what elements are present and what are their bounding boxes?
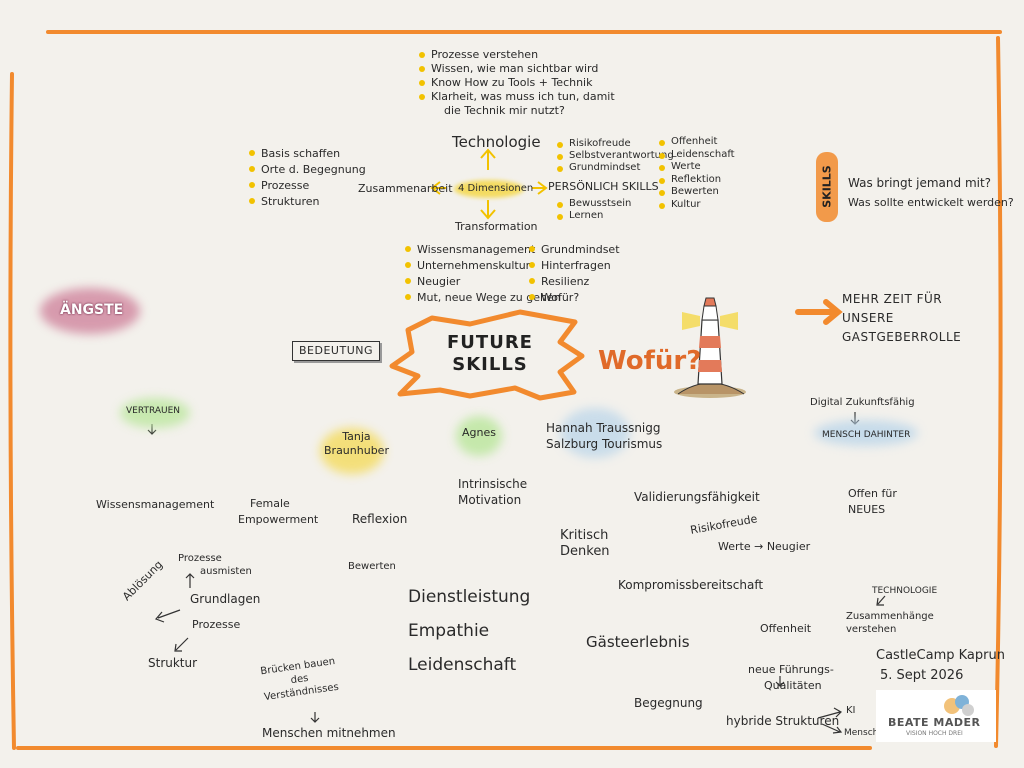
- note-fuehrung: neue Führungs- Qualitäten: [748, 663, 834, 692]
- list-item: Unternehmenskultur: [404, 258, 561, 274]
- list-item: Lernen: [556, 210, 631, 222]
- list-item: Orte d. Begegnung: [248, 162, 366, 178]
- note-wissensmanagement: Wissensmanagement: [96, 498, 215, 511]
- list-item: Hinterfragen: [528, 258, 620, 274]
- note-reflexion: Reflexion: [352, 512, 408, 526]
- logo-name: BEATE MADER: [888, 716, 981, 729]
- list-item: die Technik mir nutzt?: [444, 104, 565, 117]
- dimension-persoenlich: PERSÖNLICH SKILLS: [548, 180, 659, 193]
- note-offenheit: Offenheit: [760, 622, 812, 635]
- note-bewerten: Bewerten: [348, 561, 396, 572]
- list-item: Mut, neue Wege zu gehen: [404, 290, 561, 306]
- note-bruecken: Brücken bauen des Verständnisses: [259, 655, 340, 704]
- list-item: Reflektion: [658, 174, 735, 187]
- list-item: Werte: [658, 161, 735, 174]
- note-abloesung: Ablösung: [120, 557, 166, 604]
- list-item: Grundmindset: [528, 242, 620, 258]
- mensch-dahinter-note: MENSCH DAHINTER: [822, 430, 911, 440]
- note-kompromiss: Kompromissbereitschaft: [618, 578, 764, 592]
- list-item: Risikofreude: [556, 138, 674, 150]
- list-item: Prozesse: [248, 178, 366, 194]
- note-mensch: Mensch: [844, 728, 879, 738]
- skills-badge: SKILLS: [816, 152, 838, 222]
- speaker-hannah: Hannah Traussnigg Salzburg Tourismus: [546, 421, 663, 451]
- mehr-zeit-note: MEHR ZEIT FÜR UNSERE GASTGEBERROLLE: [842, 292, 962, 344]
- note-prozesse-ausmisten: Prozesse ausmisten: [178, 553, 252, 577]
- note-werte-neugier: Werte → Neugier: [718, 540, 811, 553]
- note-ki: KI: [846, 705, 856, 716]
- skills-badge-label: SKILLS: [820, 165, 834, 208]
- list-item: Resilienz: [528, 274, 620, 290]
- note-begegnung: Begegnung: [634, 696, 703, 710]
- note-zusammenhaenge: Zusammenhänge verstehen: [846, 611, 934, 635]
- note-validierung: Validierungsfähigkeit: [634, 490, 760, 504]
- list-item: Neugier: [404, 274, 561, 290]
- persoenlich-list-2: Offenheit Leidenschaft Werte Reflektion …: [658, 136, 735, 211]
- note-service-values: Dienstleistung Empathie Leidenschaft: [408, 587, 531, 675]
- note-castlecamp: CastleCamp Kaprun 5. Sept 2026: [876, 648, 1005, 683]
- transformation-list-2: Grundmindset Hinterfragen Resilienz Wofü…: [528, 242, 620, 306]
- note-intrinsische: Intrinsische Motivation: [458, 477, 528, 507]
- note-kritisch: Kritisch Denken: [560, 528, 610, 559]
- list-item: Prozesse verstehen: [418, 48, 615, 62]
- list-item: Leidenschaft: [658, 149, 735, 162]
- beate-mader-logo: BEATE MADER VISION HOCH DREI: [876, 690, 996, 742]
- transformation-list-1: Wissensmanagement Unternehmenskultur Neu…: [404, 242, 561, 306]
- list-item: Wofür?: [528, 290, 620, 306]
- digital-note: Digital Zukunftsfähig: [810, 397, 915, 408]
- note-offen: Offen für NEUES: [848, 487, 897, 516]
- note-menschen: Menschen mitnehmen: [262, 726, 396, 740]
- note-risikofreude: Risikofreude: [689, 512, 759, 537]
- dimension-transformation: Transformation: [455, 220, 538, 233]
- list-item: Bewerten: [658, 186, 735, 199]
- list-item: Know How zu Tools + Technik: [418, 76, 615, 90]
- speaker-tanja: Tanja Braunhuber: [324, 430, 389, 457]
- dimension-center: 4 Dimensionen: [458, 183, 534, 194]
- note-technologie: TECHNOLOGIE: [872, 586, 938, 596]
- vertrauen-label: VERTRAUEN: [126, 406, 180, 416]
- technologie-list: Prozesse verstehen Wissen, wie man sicht…: [418, 48, 615, 118]
- note-hybride: hybride Strukturen: [726, 714, 840, 728]
- wofuer-title: Wofür?: [598, 346, 702, 376]
- note-prozesse: Prozesse: [192, 618, 241, 631]
- note-grundlagen: Grundlagen: [190, 592, 261, 606]
- list-item: Strukturen: [248, 194, 366, 210]
- logo-tagline: VISION HOCH DREI: [906, 730, 963, 737]
- persoenlich-list-1: Risikofreude Selbstverantwortung Grundmi…: [556, 138, 674, 174]
- note-female: Female Empowerment: [238, 497, 319, 526]
- zusammenarbeit-list: Basis schaffen Orte d. Begegnung Prozess…: [248, 146, 366, 210]
- aengste-label: ÄNGSTE: [60, 302, 124, 318]
- note-gaesteerlebnis: Gästeerlebnis: [586, 633, 690, 651]
- bedeutung-box: BEDEUTUNG: [292, 341, 380, 361]
- list-item: Basis schaffen: [248, 146, 366, 162]
- list-item: Wissensmanagement: [404, 242, 561, 258]
- speaker-agnes: Agnes: [462, 426, 496, 439]
- future-skills-title: FUTURE SKILLS: [447, 332, 533, 375]
- skills-question-1: Was bringt jemand mit?: [848, 176, 992, 190]
- list-item: Kultur: [658, 199, 735, 212]
- note-struktur: Struktur: [148, 656, 198, 670]
- logo-icon: [944, 695, 974, 716]
- dimension-technologie: Technologie: [452, 133, 541, 151]
- list-item: Klarheit, was muss ich tun, damit: [418, 90, 615, 104]
- list-item: Selbstverantwortung: [556, 150, 674, 162]
- skills-question-2: Was sollte entwickelt werden?: [848, 196, 1014, 209]
- persoenlich-list-3: Bewusstsein Lernen: [556, 198, 631, 222]
- list-item: Bewusstsein: [556, 198, 631, 210]
- list-item: Offenheit: [658, 136, 735, 149]
- list-item: Grundmindset: [556, 162, 674, 174]
- list-item: Wissen, wie man sichtbar wird: [418, 62, 615, 76]
- dimension-zusammenarbeit: Zusammenarbeit: [358, 182, 453, 195]
